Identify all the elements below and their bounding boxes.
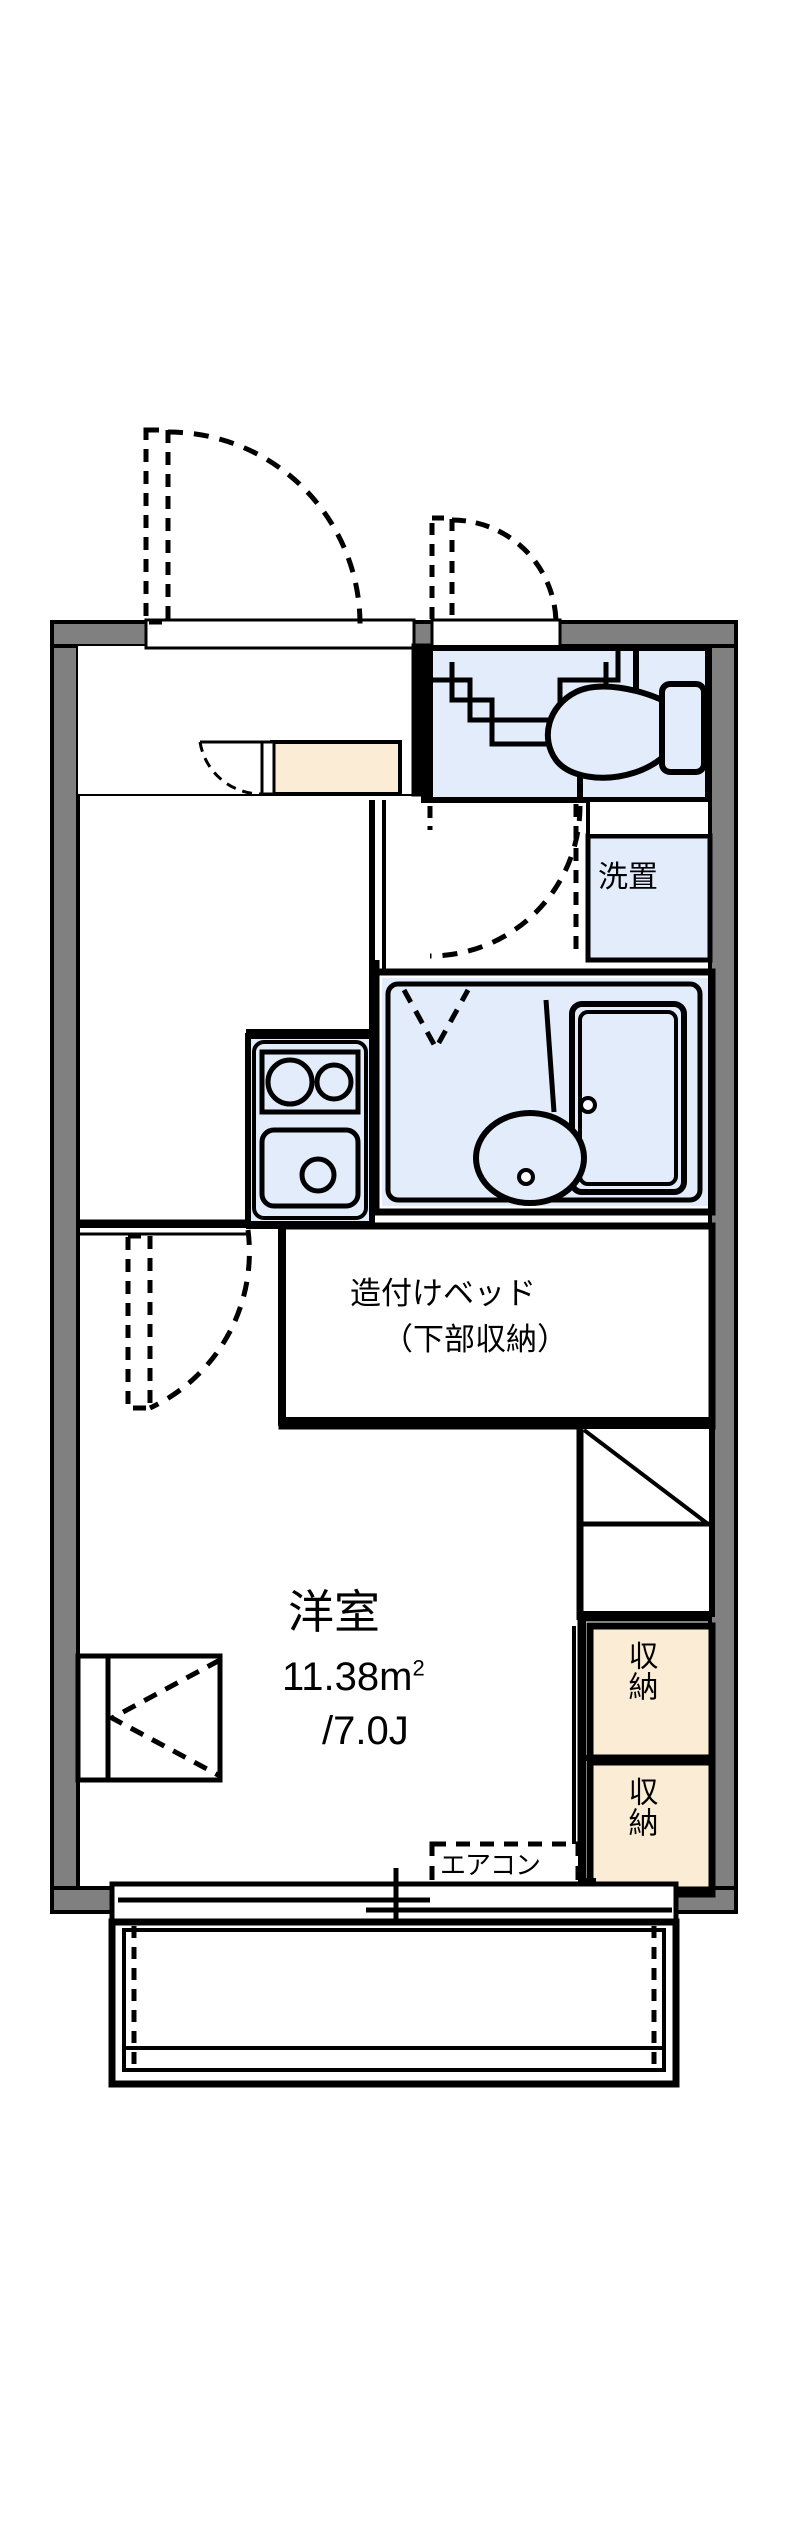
side-window [75, 1653, 223, 1783]
washer-area [585, 798, 713, 963]
built-in-bed-area [278, 1222, 716, 1430]
hall-bath-door-swing [427, 805, 583, 959]
wash-basin [473, 1110, 587, 1206]
shoe-cabinet [270, 740, 402, 796]
basin-drain [517, 1168, 535, 1186]
toilet-bowl [544, 683, 665, 781]
main-room-jo: /7.0J [322, 1709, 409, 1753]
bathtub-drain [579, 1096, 597, 1114]
unit-bath [372, 968, 716, 1216]
built-in-bed-label-line2: （下部収納） [382, 1322, 568, 1357]
toilet-outer-door-opening [430, 618, 562, 650]
area-superscript: 2 [412, 1655, 425, 1681]
storage-label-upper: 収納 [623, 1640, 657, 1702]
entrance-door-swing [143, 427, 363, 625]
main-room-area: 11.38m2 [282, 1655, 425, 1699]
window-open-mark [106, 1657, 222, 1779]
room-door-swing [78, 1219, 252, 1411]
shoe-cabinet-door-swing [198, 740, 263, 796]
storage-box-1 [586, 1622, 716, 1762]
sink-drain [299, 1156, 337, 1194]
kitchen-unit [245, 1029, 376, 1229]
balcony-sliding-door [109, 1868, 679, 1940]
balcony [108, 1918, 680, 2088]
shoe-cabinet-edge [260, 740, 276, 796]
storage-label-lower: 収納 [623, 1776, 657, 1838]
air-conditioner-label: エアコン [440, 1850, 541, 1880]
toilet-tank [659, 681, 707, 775]
burner-left [265, 1057, 315, 1107]
washer-label: 洗置 [598, 861, 658, 894]
entrance-door-opening [144, 618, 416, 650]
toilet-room [421, 645, 711, 803]
main-room-name: 洋室 [288, 1586, 380, 1638]
storage-upper [577, 1423, 715, 1617]
built-in-bed-label-line1: 造付けベッド [350, 1276, 536, 1311]
storage-box-2 [586, 1758, 716, 1898]
burner-right [314, 1062, 354, 1102]
washroom-door-swing [573, 804, 579, 958]
toilet-outer-door-swing [429, 515, 559, 625]
